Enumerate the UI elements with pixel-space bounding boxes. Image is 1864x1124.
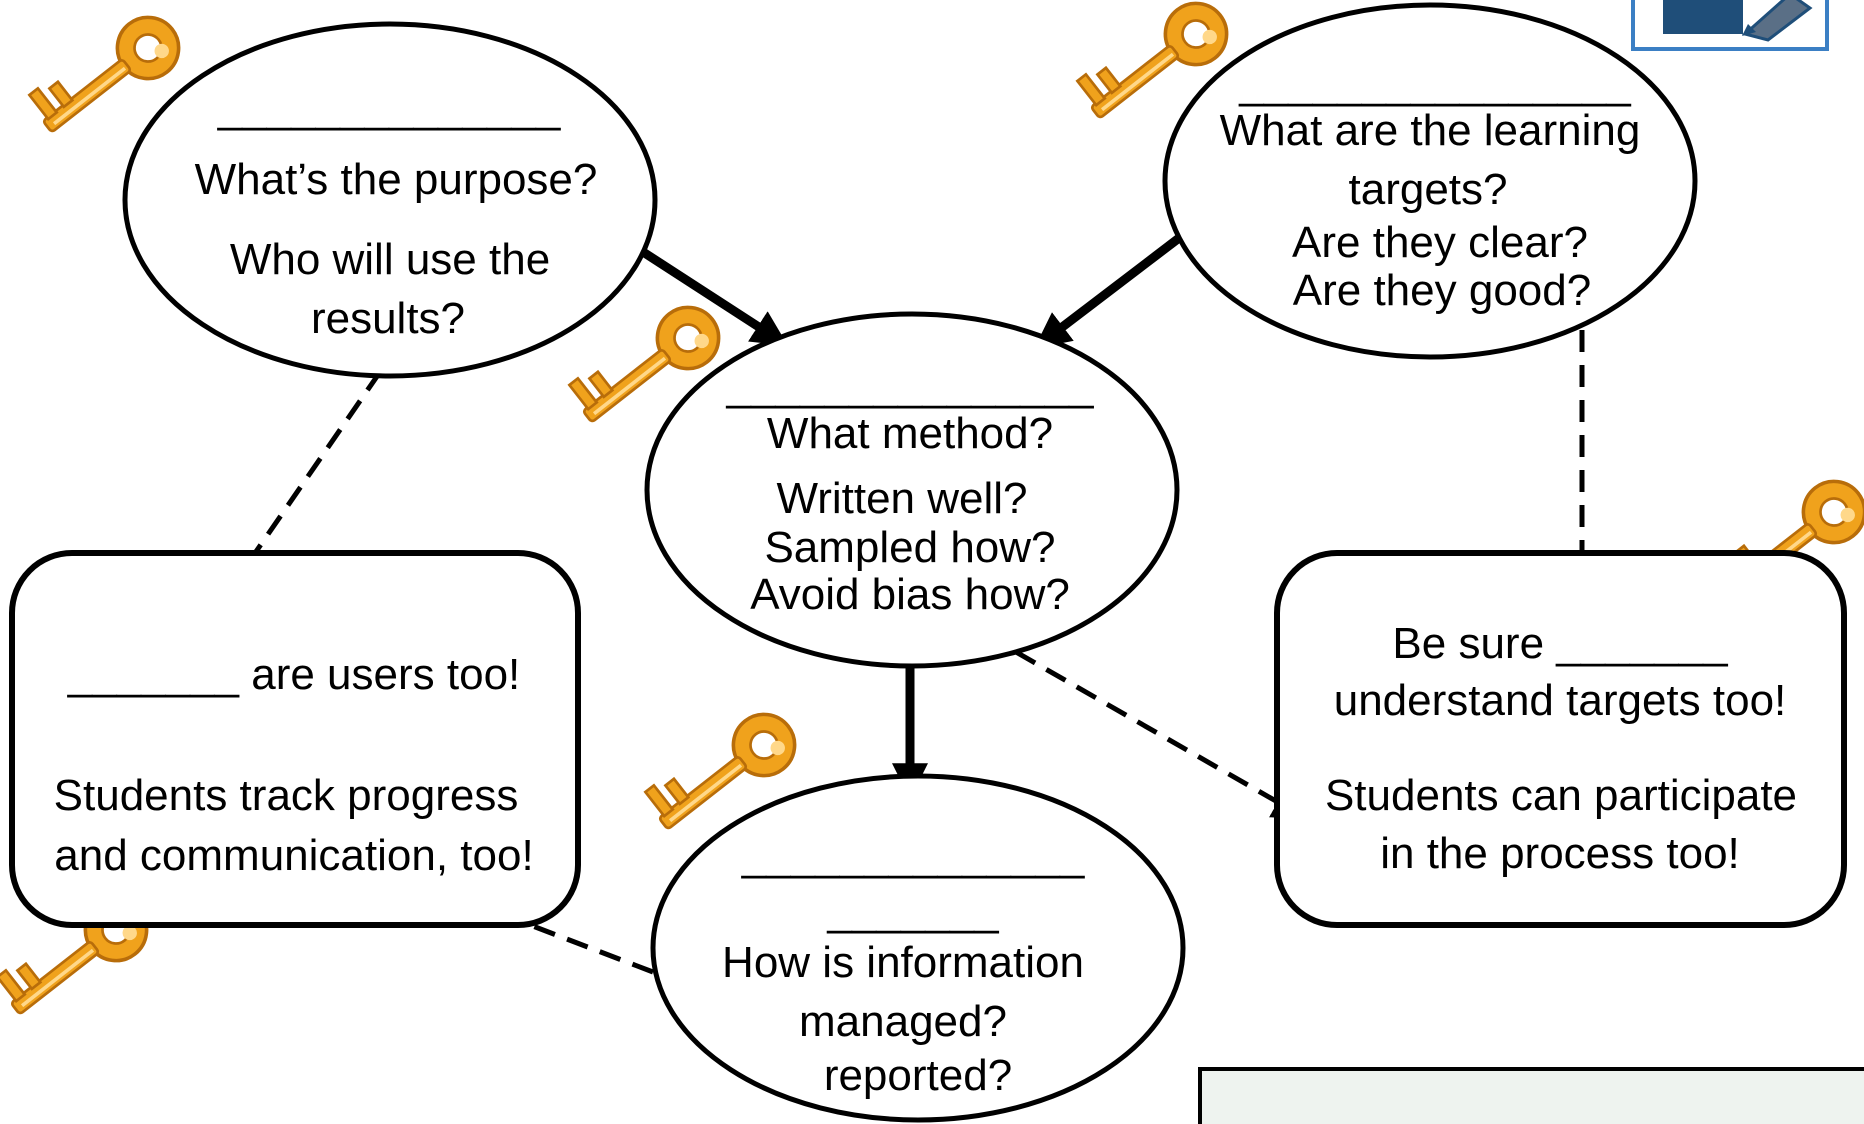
node-information: ______________ _______ How is informatio… [650, 773, 1186, 1123]
students-line-1: Be sure _______ [1392, 619, 1728, 668]
targets-question-3: Are they clear? [1292, 218, 1588, 267]
users-line-2: Students track progress [54, 771, 519, 820]
targets-question-2: targets? [1349, 165, 1508, 214]
method-question-1: What method? [767, 409, 1053, 458]
information-blank-2: _______ [826, 886, 999, 935]
arrow-method-to-students [1014, 649, 1309, 820]
information-question-3: reported? [824, 1051, 1012, 1100]
box-users: _______ are users too! Students track pr… [9, 550, 581, 928]
purpose-question-3: results? [311, 294, 465, 343]
users-line-1-rest: are users too! [239, 650, 520, 699]
method-question-2: Written well? [776, 474, 1027, 523]
box-students: Be sure _______ understand targets too! … [1274, 550, 1847, 928]
arrow-purpose-to-method [637, 246, 789, 346]
bottom-right-panel [1198, 1067, 1864, 1124]
students-line-3: Students can participate [1325, 771, 1797, 820]
node-targets: ________________ What are the learning t… [1162, 2, 1698, 360]
book-pen-icon [1631, 0, 1829, 51]
node-method: _______________ What method? Written wel… [644, 311, 1180, 669]
purpose-question-2: Who will use the [230, 235, 550, 284]
arrow-targets-to-method [1034, 231, 1186, 349]
method-question-4: Avoid bias how? [750, 570, 1070, 619]
arrow-purpose-to-users [191, 370, 383, 646]
targets-blank: ________________ [1238, 59, 1631, 108]
users-blank: _______ [67, 650, 240, 699]
students-line-2: understand targets too! [1334, 676, 1787, 725]
purpose-question-1: What’s the purpose? [195, 155, 598, 204]
node-purpose: ______________ What’s the purpose? Who w… [122, 21, 658, 379]
method-blank: _______________ [725, 361, 1094, 410]
students-line-4: in the process too! [1380, 829, 1740, 878]
information-blank-1: ______________ [741, 831, 1085, 880]
information-question-1: How is information [722, 938, 1084, 987]
targets-question-4: Are they good? [1293, 266, 1591, 315]
information-question-2: managed? [799, 997, 1007, 1046]
targets-question-1: What are the learning [1220, 106, 1641, 155]
method-question-3: Sampled how? [764, 523, 1055, 572]
users-line-3: and communication, too! [54, 831, 533, 880]
users-line-1: _______ are users too! [67, 650, 521, 699]
purpose-blank: ______________ [217, 83, 561, 132]
